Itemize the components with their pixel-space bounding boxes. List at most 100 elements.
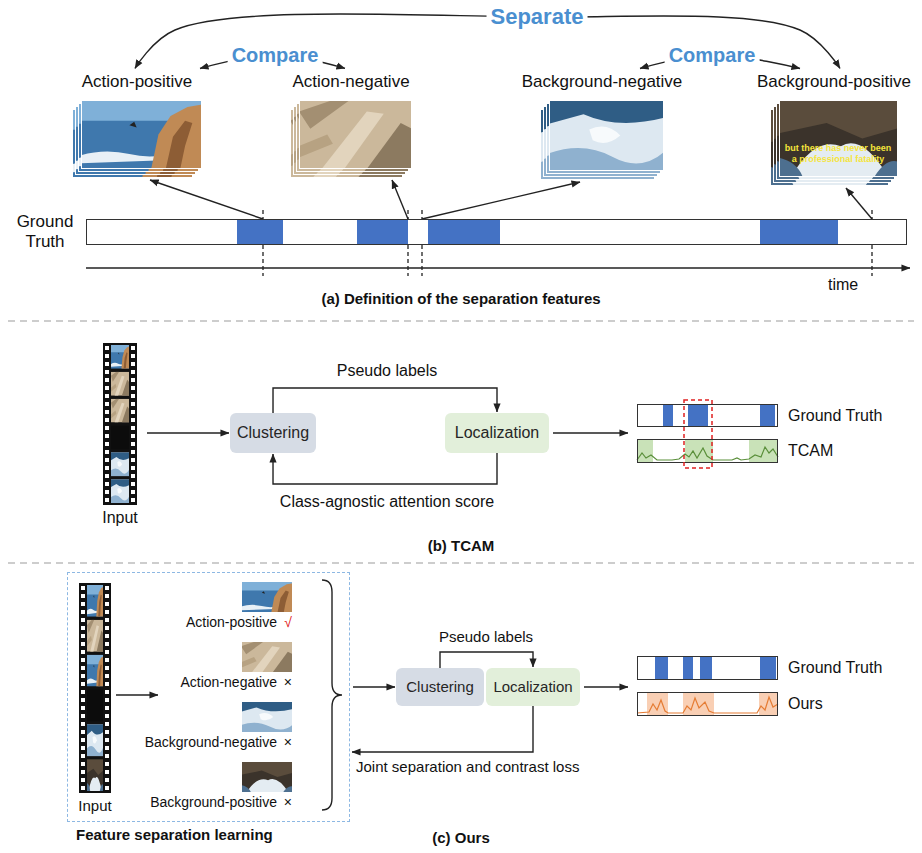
- bar-label: Ground Truth: [788, 406, 882, 424]
- sprocket-hole: [131, 426, 135, 430]
- axis-label: time: [828, 276, 858, 294]
- sprocket-hole: [105, 594, 109, 598]
- photo: [241, 641, 293, 673]
- sprocket-hole: [105, 762, 109, 766]
- input-label: Input: [102, 509, 138, 527]
- card-edge: [242, 702, 293, 733]
- sprocket-hole: [131, 498, 135, 502]
- sprocket-hole: [81, 618, 85, 622]
- connector: [440, 652, 533, 668]
- photo-shape: [122, 407, 129, 423]
- illustration: [241, 701, 293, 733]
- tile-label: Background-negative: [145, 734, 277, 750]
- sprocket-hole: [105, 706, 109, 710]
- process-box: Clustering: [396, 668, 484, 706]
- photo-shape: [111, 411, 116, 419]
- photo-shape: [299, 135, 333, 158]
- segment: [683, 656, 693, 680]
- photo-shape: [87, 724, 103, 756]
- sprocket-hole: [105, 434, 109, 438]
- brace: [322, 580, 342, 810]
- photo-shape: [241, 641, 293, 673]
- highlight-box: [684, 400, 712, 468]
- sprocket-hole: [81, 762, 85, 766]
- sprocket-hole: [105, 602, 109, 606]
- photo-shape: [93, 736, 97, 743]
- illustration: [72, 100, 202, 178]
- sprocket-hole: [105, 690, 109, 694]
- photo-shape: [111, 495, 129, 503]
- photo-shape: [93, 665, 95, 668]
- tile-heading: Action-negative: [292, 72, 409, 92]
- photo: [111, 479, 129, 503]
- segment: [760, 219, 838, 245]
- sprocket-hole: [131, 466, 135, 470]
- edge-label: Compare: [665, 44, 760, 67]
- process-box: Localization: [445, 413, 549, 453]
- connector: [422, 182, 580, 219]
- segment: [760, 404, 775, 427]
- box-label: Clustering: [406, 678, 474, 695]
- connector: [273, 388, 497, 413]
- sprocket-hole: [131, 346, 135, 350]
- sprocket-hole: [81, 634, 85, 638]
- photo-shape: [97, 630, 103, 651]
- illustration: [241, 581, 293, 613]
- segment: [688, 404, 708, 427]
- photo-shape: [87, 759, 103, 775]
- sprocket-hole: [131, 378, 135, 382]
- photo-shape: [117, 461, 122, 466]
- photo-shape: [124, 352, 128, 369]
- segment: [700, 656, 712, 680]
- sprocket-hole: [81, 674, 85, 678]
- segment: [685, 439, 713, 463]
- sprocket-hole: [105, 394, 109, 398]
- film-strip: Input: [103, 343, 137, 505]
- sprocket-hole: [131, 354, 135, 358]
- photo-shape: [87, 783, 90, 791]
- sprocket-hole: [81, 610, 85, 614]
- sprocket-hole: [81, 746, 85, 750]
- sprocket-hole: [105, 730, 109, 734]
- connector: [147, 432, 229, 433]
- sprocket-hole: [105, 378, 109, 382]
- bar-ground: [86, 219, 907, 245]
- card-edge: [242, 582, 293, 613]
- sprocket-hole: [131, 458, 135, 462]
- sprocket-hole: [105, 778, 109, 782]
- photo-shape: [129, 122, 136, 128]
- connector: [352, 706, 533, 752]
- bar-ground: [637, 692, 778, 716]
- photo-shape: [87, 746, 103, 756]
- panel-caption: (a) Definition of the separation feature…: [321, 290, 600, 307]
- photo: [87, 724, 103, 756]
- sprocket-hole: [131, 370, 135, 374]
- photo-shape: [100, 784, 103, 791]
- bar-graphic: [637, 656, 778, 680]
- bar-ground: [637, 656, 778, 680]
- photo-shape: [98, 664, 102, 686]
- photo-shape: [589, 127, 620, 143]
- photo: [299, 100, 412, 169]
- photo-shape: [299, 100, 412, 169]
- output-bar: Ground Truth: [637, 656, 778, 680]
- photo: [87, 585, 103, 617]
- sprocket-hole: [105, 370, 109, 374]
- check-mark: √: [284, 614, 292, 630]
- photo-shape: [111, 468, 129, 476]
- photo-shape: [166, 121, 193, 169]
- photo-shape: [111, 479, 129, 503]
- sprocket-hole: [105, 770, 109, 774]
- photo-shape: [241, 723, 293, 733]
- connector: [846, 188, 872, 219]
- output-bar: Ground Truth: [637, 404, 778, 427]
- photo-shape: [241, 641, 264, 654]
- sprocket-hole: [105, 746, 109, 750]
- sprocket-hole: [131, 386, 135, 390]
- group-box: Feature separation learningInputAction-p…: [67, 572, 350, 822]
- tile-label: Action-negative: [180, 674, 277, 690]
- bar-label: Ground Truth: [12, 212, 78, 251]
- photo: [111, 399, 129, 423]
- photo: [241, 701, 293, 733]
- bar-label: Ours: [788, 695, 823, 713]
